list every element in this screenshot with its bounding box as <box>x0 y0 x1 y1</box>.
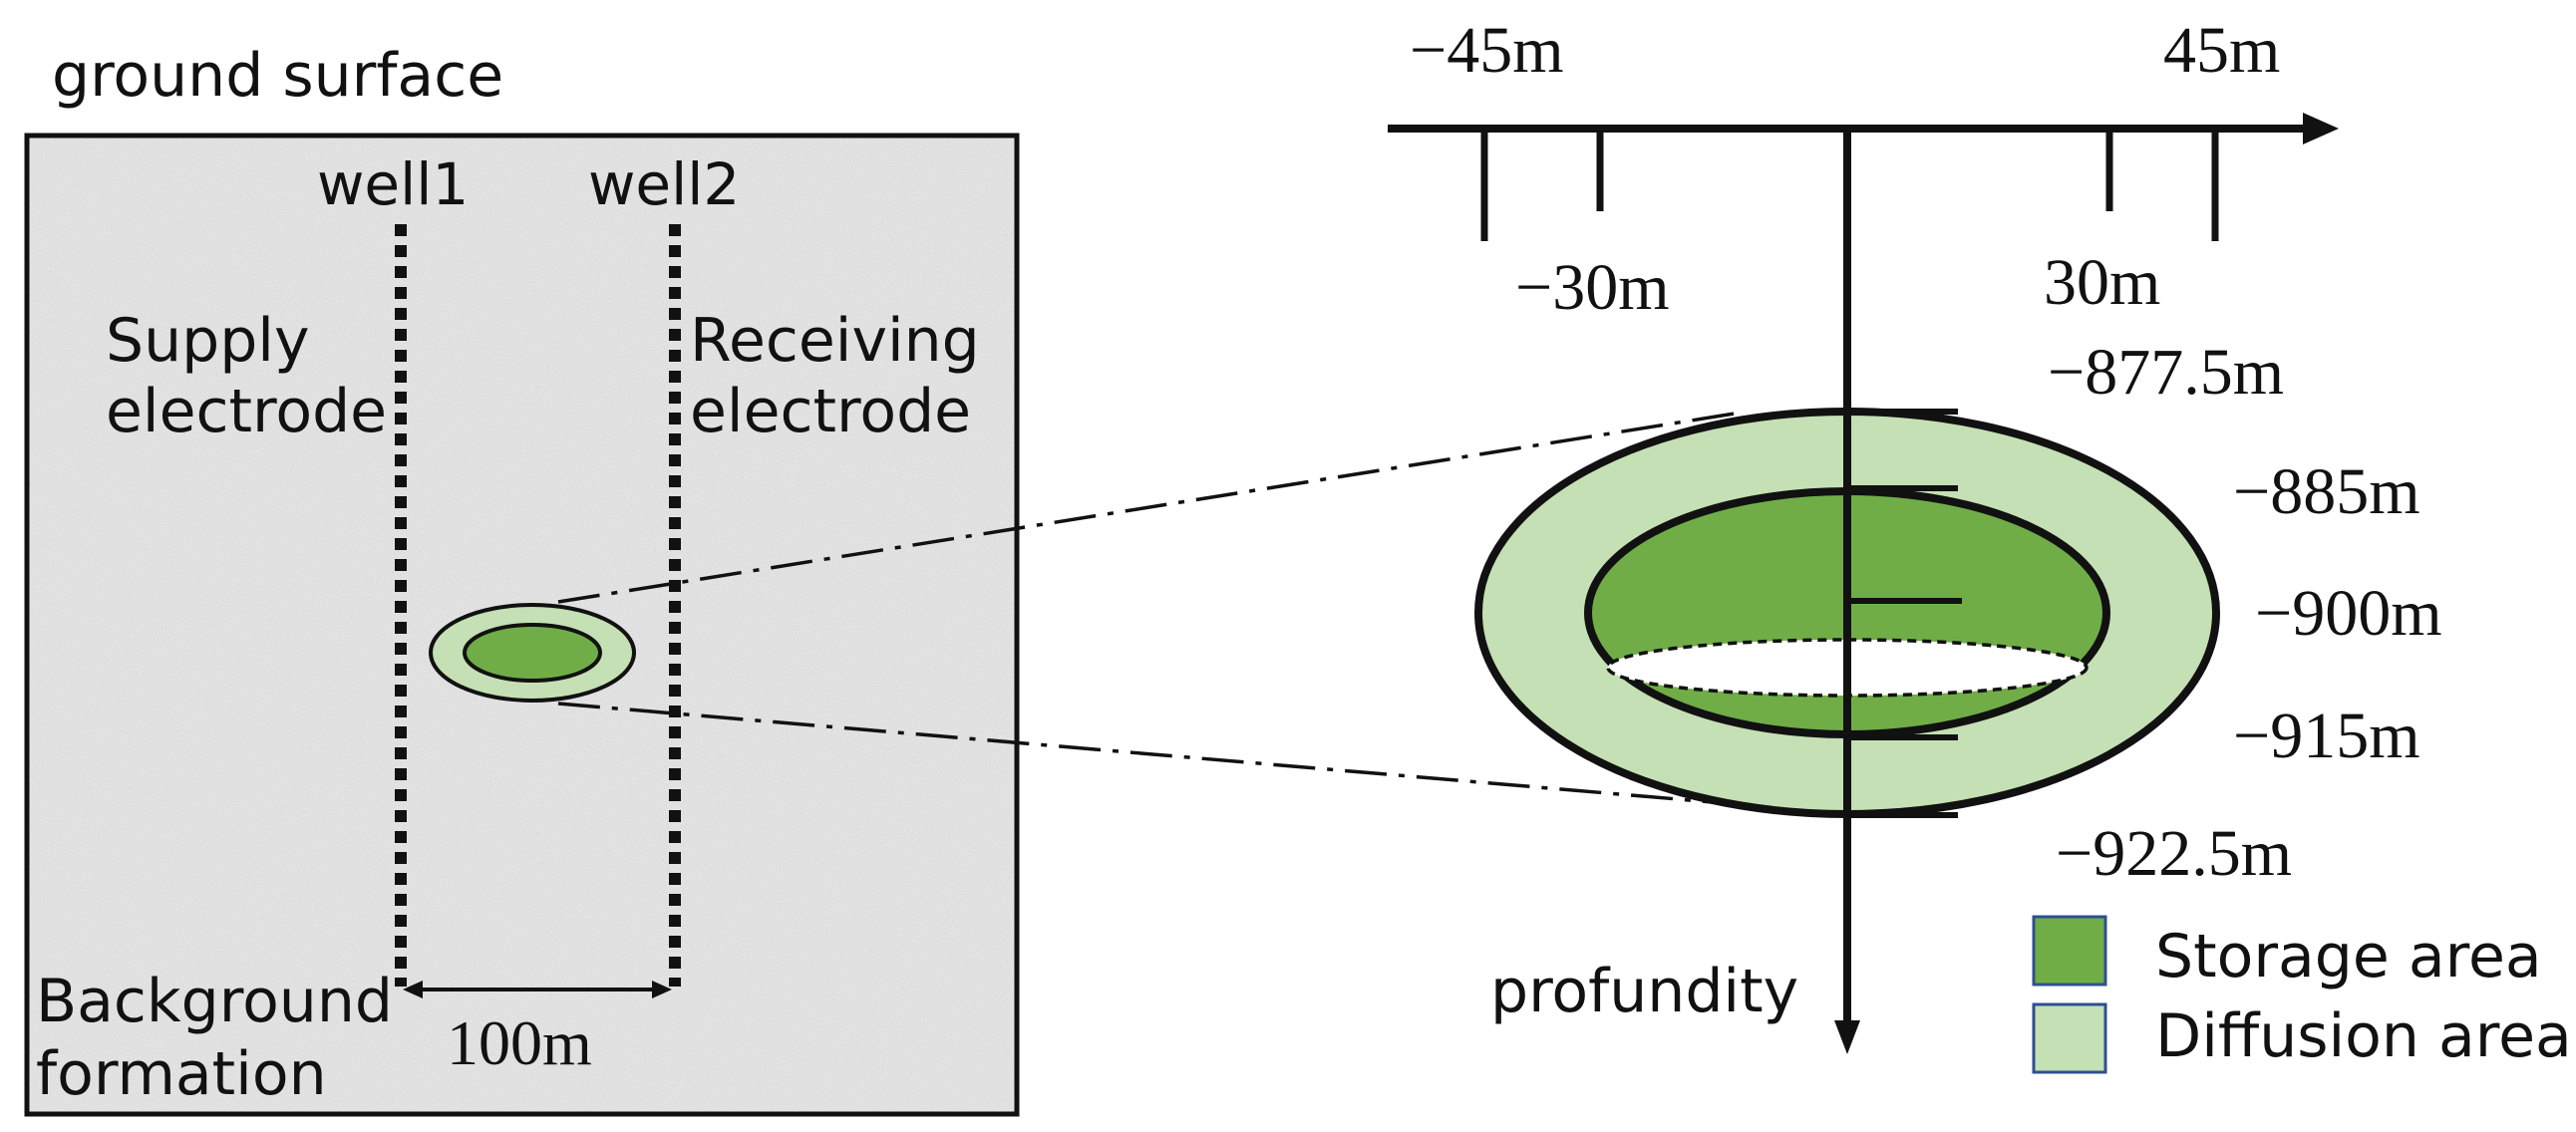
receiving-electrode-label-line2: electrode <box>690 377 971 446</box>
legend: Storage area Diffusion area <box>2032 915 2572 1074</box>
right-panel: −45m 45m −30m 30m −877.5m −885m −900m −9… <box>1388 14 2442 1054</box>
receiving-electrode-label-line1: Receiving <box>690 306 980 376</box>
spacing-label: 100m <box>447 1007 592 1078</box>
formation-border <box>24 133 1020 1117</box>
spacing-arrow-left-head <box>403 981 423 998</box>
supply-electrode-label-line1: Supply <box>106 306 309 376</box>
depth-label-877: −877.5m <box>2048 336 2284 409</box>
zoom-connectors <box>557 412 1795 811</box>
depth-label-922: −922.5m <box>2056 817 2292 890</box>
x-axis-arrowhead <box>2303 113 2339 144</box>
legend-swatch-diffusion <box>2032 1002 2107 1074</box>
x-label-neg30: −30m <box>1515 251 1670 324</box>
ground-surface-label: ground surface <box>52 41 503 111</box>
well2-label: well2 <box>588 150 740 218</box>
profundity-label: profundity <box>1490 957 1798 1026</box>
legend-swatch-storage <box>2032 915 2107 987</box>
x-label-pos30: 30m <box>2044 246 2160 319</box>
depth-label-915: −915m <box>2233 700 2420 772</box>
supply-electrode-label-line2: electrode <box>106 377 387 446</box>
x-label-neg45: −45m <box>1410 14 1564 87</box>
spacing-arrow-right-head <box>652 981 672 998</box>
depth-label-900: −900m <box>2255 577 2442 650</box>
depth-axis-arrowhead <box>1834 1020 1860 1054</box>
background-formation-label-line1: Background <box>36 967 393 1036</box>
legend-label-storage: Storage area <box>2155 922 2542 991</box>
legend-label-diffusion: Diffusion area <box>2155 1001 2572 1071</box>
left-panel: ground surface well1 well2 Supply electr… <box>24 41 1020 1117</box>
small-storage-zone <box>463 623 602 683</box>
depth-label-885: −885m <box>2233 455 2420 528</box>
x-label-pos45: 45m <box>2163 14 2280 87</box>
background-formation-label-line2: formation <box>36 1039 327 1109</box>
zoom-connector-bottom <box>557 702 1795 811</box>
zoom-connector-top <box>557 412 1736 604</box>
well1-label: well1 <box>317 150 469 218</box>
